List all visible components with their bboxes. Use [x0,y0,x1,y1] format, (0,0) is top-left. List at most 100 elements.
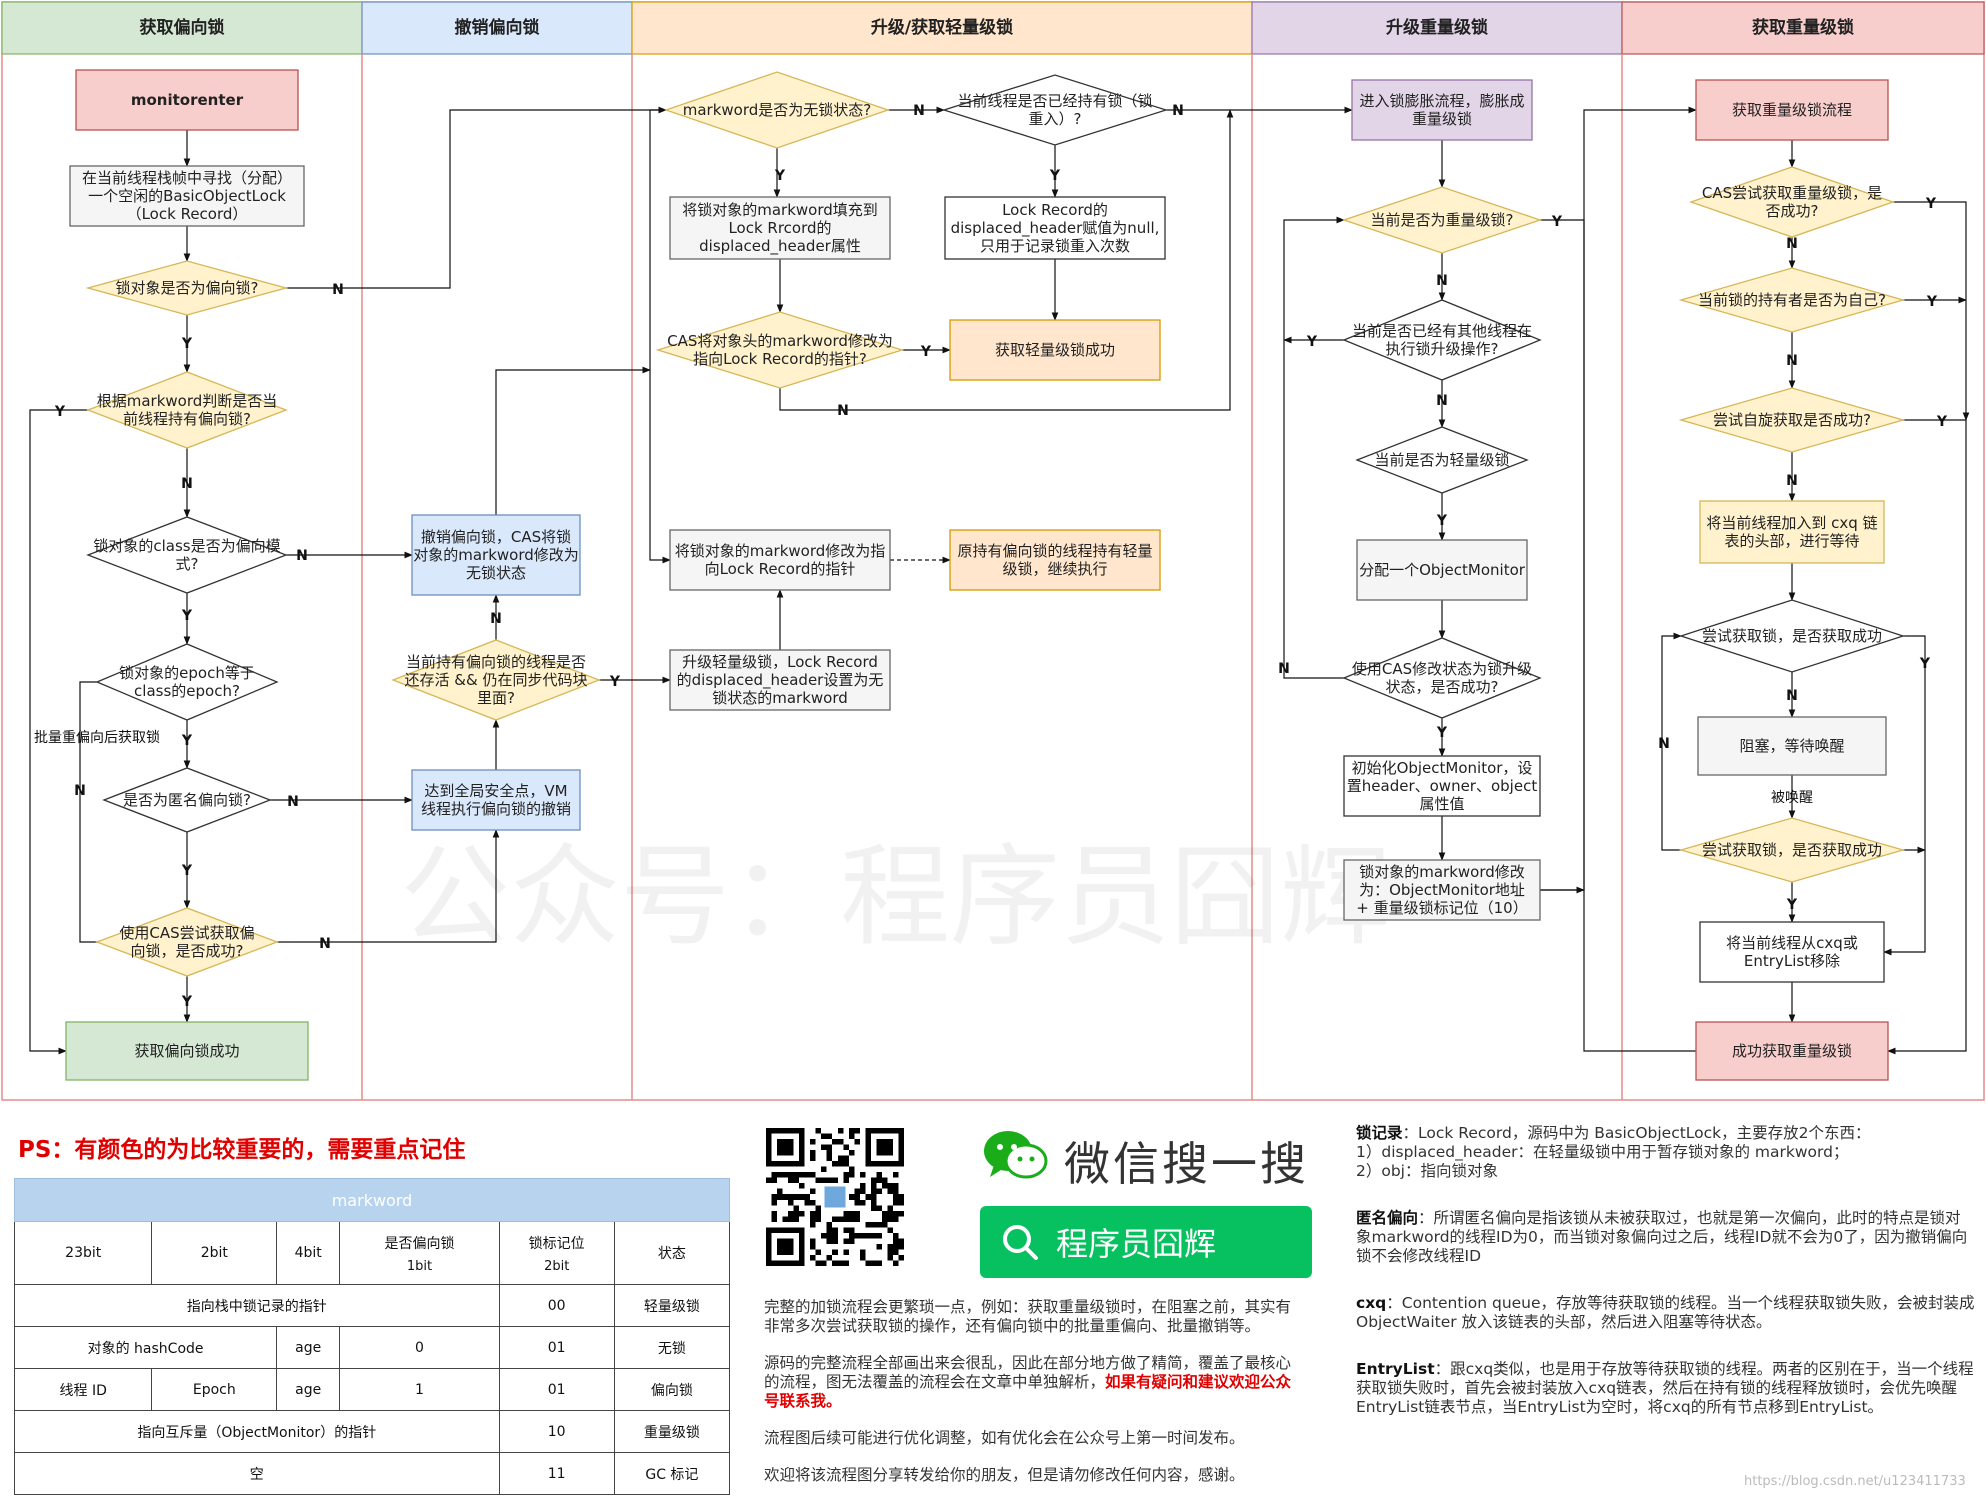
node-light-success: 获取轻量级锁成功 [949,319,1161,381]
edge-label: Y [1925,196,1937,212]
edge-label: Y [54,404,66,420]
node-inflate: 进入锁膨胀流程，膨胀成重量级锁 [1351,79,1533,141]
edge-label: N [1436,273,1448,289]
swimlane-title: 获取偏向锁 [140,17,225,38]
edge-label: Y [774,168,786,184]
wechat-search-button[interactable]: 程序员囧辉 [980,1206,1312,1278]
swimlane-header [1621,1,1985,55]
search-icon [1003,1225,1038,1260]
edge [1893,201,1970,421]
node-mw-holds-biased: 根据markword判断是否当前线程持有偏向锁? [86,371,288,449]
markword-header: 4bit [276,1221,341,1285]
svg-text:当前锁的持有者是否为自己?: 当前锁的持有者是否为自己? [1698,291,1886,309]
edge-label: Y [609,674,621,690]
note-paragraph: 源码的完整流程全部画出来会很乱，因此在部分地方做了精简，覆盖了最核心的流程，图无… [764,1354,1292,1410]
table-row: 对象的 hashCode age 0 01 无锁 [13,1326,731,1369]
node-heavy-flow: 获取重量级锁流程 [1695,79,1889,141]
svg-text:锁对象的class是否为偏向模式?: 锁对象的class是否为偏向模式? [93,537,280,573]
svg-text:使用CAS修改状态为锁升级状态，是否成功?: 使用CAS修改状态为锁升级状态，是否成功? [1352,660,1532,696]
note-paragraph: 欢迎将该流程图分享转发给你的朋友，但是请勿修改任何内容，感谢。 [764,1466,1245,1484]
node-cas-biased: 使用CAS尝试获取偏向锁，是否成功? [95,907,279,977]
node-cas-heavy: CAS尝试获取重量级锁，是否成功? [1689,166,1895,238]
edge [29,409,88,1055]
edge-label: Y [181,733,193,749]
node-set-heavy-mw: 锁对象的markword修改为：ObjectMonitor地址+ 重量级锁标记位… [1343,859,1541,921]
edge-label: Y [181,336,193,352]
source-credit: https://blog.csdn.net/u123411733 [1744,1474,1966,1489]
edge-label: Y [1551,214,1563,230]
edge-label: Y [1936,414,1948,430]
svg-text:将锁对象的markword修改为指向Lock Record的: 将锁对象的markword修改为指向Lock Record的指针 [675,542,886,578]
markword-header: 状态 [613,1221,731,1285]
ps-note: PS：有颜色的为比较重要的，需要重点记住 [18,1137,466,1163]
node-class-biased-mode: 锁对象的class是否为偏向模式? [86,516,288,594]
markword-header: 23bit [13,1221,153,1285]
svg-text:阻塞，等待唤醒: 阻塞，等待唤醒 [1739,737,1844,755]
edge-label: 批量重偏向后获取锁 [34,730,160,746]
node-cas-markword: CAS将对象头的markword修改为指向Lock Record的指针? [655,311,905,389]
svg-text:将当前线程加入到 cxq 链表的头部，进行等待: 将当前线程加入到 cxq 链表的头部，进行等待 [1706,514,1877,550]
svg-text:根据markword判断是否当前线程持有偏向锁?: 根据markword判断是否当前线程持有偏向锁? [97,392,278,428]
svg-text:锁对象是否为偏向锁?: 锁对象是否为偏向锁? [116,279,259,297]
svg-text:当前是否为重量级锁?: 当前是否为重量级锁? [1371,211,1514,229]
svg-text:进入锁膨胀流程，膨胀成重量级锁: 进入锁膨胀流程，膨胀成重量级锁 [1359,92,1524,128]
edge [1883,635,1926,956]
node-biased-success: 获取偏向锁成功 [65,1021,309,1081]
node-other-upgrading: 当前是否已经有其他线程在执行锁升级操作? [1342,299,1542,381]
svg-text:初始化ObjectMonitor，设置header、owne: 初始化ObjectMonitor，设置header、owner、object属性… [1347,759,1538,813]
markword-header: 2bit [151,1221,278,1285]
node-monitorenter: monitorenter [75,69,299,131]
svg-text:当前持有偏向锁的线程是否还存活 && 仍在同步代码块里面?: 当前持有偏向锁的线程是否还存活 && 仍在同步代码块里面? [405,653,588,707]
edge [649,109,671,564]
edge-label: Y [1436,725,1448,741]
edge-label: Y [1436,513,1448,529]
svg-text:撤销偏向锁，CAS将锁对象的markword修改为无锁状态: 撤销偏向锁，CAS将锁对象的markword修改为无锁状态 [413,528,579,582]
edge [1887,419,1967,1055]
svg-text:当前是否为轻量级锁: 当前是否为轻量级锁 [1374,451,1509,469]
svg-text:当前线程是否已经持有锁（锁重入）?: 当前线程是否已经持有锁（锁重入）? [957,92,1152,128]
edge-label: Y [181,994,193,1010]
edge-label: N [1786,236,1798,252]
node-owner-holds-light: 原持有偏向锁的线程持有轻量级锁，继续执行 [949,529,1161,591]
watermark: 公众号：程序员囧辉 [400,833,1390,961]
node-cas-inflating: 使用CAS修改状态为锁升级状态，是否成功? [1342,637,1542,719]
swimlane-header [361,1,633,55]
node-alloc-monitor: 分配一个ObjectMonitor [1356,539,1528,601]
svg-text:尝试自旋获取是否成功?: 尝试自旋获取是否成功? [1713,411,1871,429]
node-set-pointer: 将锁对象的markword修改为指向Lock Record的指针 [669,529,891,591]
node-heavy-success: 成功获取重量级锁 [1695,1021,1889,1081]
edge [277,829,500,943]
table-row: 指向栈中锁记录的指针 00 轻量级锁 [14,1284,731,1327]
svg-text:markword是否为无锁状态?: markword是否为无锁状态? [683,101,872,119]
edge-label: N [1172,103,1184,119]
edge-label: N [319,936,331,952]
notes: 完整的加锁流程会更繁琐一点，例如：获取重量级锁时，在阻塞之前，其实有非常多次尝试… [764,1298,1296,1503]
node-owner-alive: 当前持有偏向锁的线程是否还存活 && 仍在同步代码块里面? [391,639,601,721]
svg-text:CAS将对象头的markword修改为指向Lock Reco: CAS将对象头的markword修改为指向Lock Record的指针? [667,332,893,368]
swimlane-header [1251,1,1623,55]
swimlane-title: 升级/获取轻量级锁 [871,17,1013,38]
definition: 锁记录：Lock Record，源码中为 BasicObjectLock，主要存… [1356,1124,1871,1180]
node-is-biased: 锁对象是否为偏向锁? [85,260,289,316]
node-spin: 尝试自旋获取是否成功? [1678,387,1906,453]
edge-label: Y [1049,168,1061,184]
node-try-acquire2: 尝试获取锁，是否获取成功 [1678,817,1906,883]
edge-label: N [1658,736,1670,752]
node-block-wait: 阻塞，等待唤醒 [1697,716,1887,776]
node-is-heavy: 当前是否为重量级锁? [1341,186,1543,254]
edge-label: N [1436,393,1448,409]
edge [495,366,651,515]
swimlane-title: 升级重量级锁 [1386,17,1488,38]
edge [1283,216,1345,679]
node-add-cxq: 将当前线程加入到 cxq 链表的头部，进行等待 [1699,500,1885,564]
note-paragraph: 流程图后续可能进行优化调整，如有优化会在公众号上第一时间发布。 [764,1429,1245,1447]
